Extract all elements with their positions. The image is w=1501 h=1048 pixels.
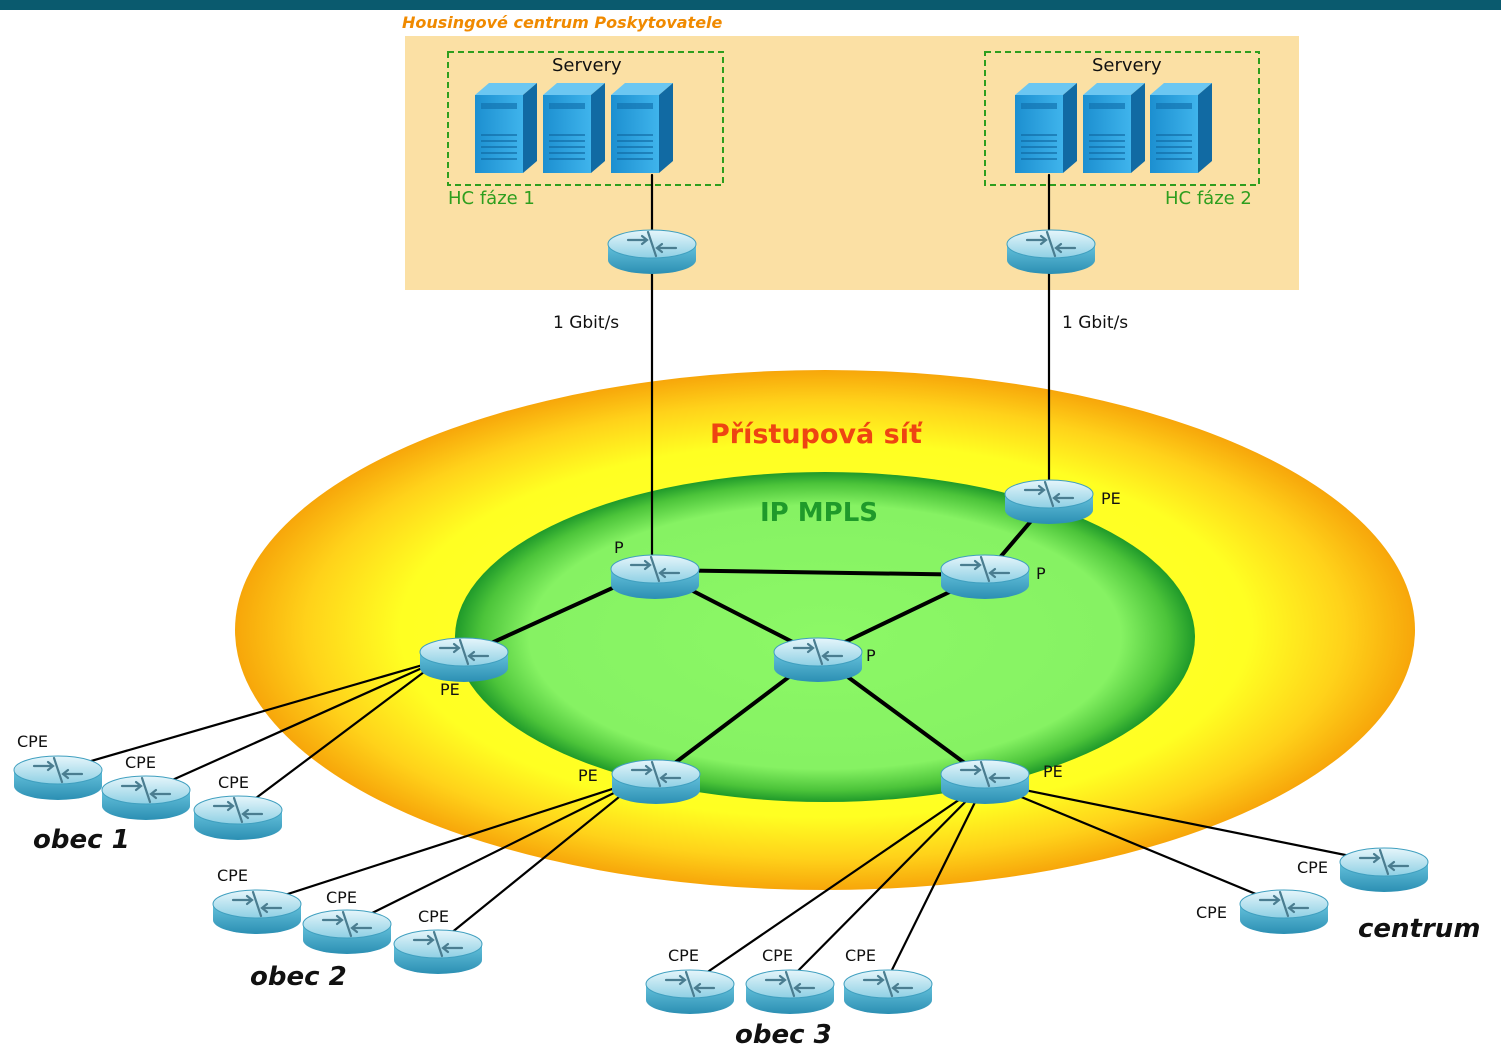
site-label-obec2: obec 2 <box>250 962 347 992</box>
node-label-cpe: CPE <box>218 773 249 792</box>
pe-router-icon <box>610 758 702 806</box>
hc-phase2-box <box>984 51 1260 186</box>
cpe-router-icon <box>392 928 484 976</box>
server-icon <box>542 82 606 174</box>
cpe-link <box>783 780 987 986</box>
cpe-link <box>148 658 442 792</box>
server-icon <box>1082 82 1146 174</box>
cpe-link <box>983 780 1382 864</box>
site-label-obec3: obec 3 <box>735 1020 832 1048</box>
uplink-speed-label: 1 Gbit/s <box>1062 313 1128 333</box>
hc-phase2-servers-label: Servery <box>1092 55 1162 76</box>
node-label-pe: PE <box>440 680 460 699</box>
mpls-core-zone <box>455 472 1195 802</box>
hc-phase2-label: HC fáze 2 <box>1165 188 1252 209</box>
housing-centre-title: Housingové centrum Poskytovatele <box>402 13 723 32</box>
site-label-centrum: centrum <box>1358 914 1480 944</box>
links <box>58 173 1382 986</box>
uplink-speed-label: 1 Gbit/s <box>553 313 619 333</box>
node-label-pe: PE <box>578 766 598 785</box>
cpe-link <box>348 778 642 926</box>
access-network-label: Přístupová síť <box>710 419 923 450</box>
server-group-phase1 <box>474 82 674 174</box>
p-router-icon <box>772 636 864 684</box>
hc-phase1-servers-label: Servery <box>552 55 622 76</box>
cpe-router-icon <box>1338 846 1430 894</box>
node-label-cpe: CPE <box>17 732 48 751</box>
node-label-cpe: CPE <box>125 753 156 772</box>
server-icon <box>474 82 538 174</box>
server-icon <box>610 82 674 174</box>
node-label-pe: PE <box>1043 762 1063 781</box>
cpe-link <box>438 778 642 944</box>
pe-router-icon <box>418 636 510 684</box>
pe-router-icon <box>1003 478 1095 526</box>
node-label-cpe: CPE <box>217 866 248 885</box>
node-label-cpe: CPE <box>1196 903 1227 922</box>
node-label-cpe: CPE <box>1297 858 1328 877</box>
hc1-router-icon <box>606 228 698 276</box>
node-label-cpe: CPE <box>418 907 449 926</box>
core-link <box>650 568 987 577</box>
cpe-router-icon <box>12 754 104 802</box>
p-router-icon <box>609 553 701 601</box>
server-icon <box>1149 82 1213 174</box>
node-label-p: P <box>1036 564 1046 583</box>
node-label-p: P <box>866 646 876 665</box>
node-label-cpe: CPE <box>762 946 793 965</box>
p-router-icon <box>939 553 1031 601</box>
node-label-cpe: CPE <box>668 946 699 965</box>
site-label-obec1: obec 1 <box>33 825 130 855</box>
cpe-router-icon <box>744 968 836 1016</box>
cpe-link <box>688 780 987 986</box>
cpe-link <box>983 780 1282 906</box>
cpe-router-icon <box>842 968 934 1016</box>
header-bar <box>0 0 1501 10</box>
mpls-core-label: IP MPLS <box>760 498 878 528</box>
cpe-router-icon <box>301 908 393 956</box>
node-label-p: P <box>614 538 624 557</box>
cpe-link <box>883 780 987 986</box>
cpe-router-icon <box>1238 888 1330 936</box>
node-label-pe: PE <box>1101 489 1121 508</box>
pe-router-icon <box>939 758 1031 806</box>
cpe-router-icon <box>211 888 303 936</box>
hc2-router-icon <box>1005 228 1097 276</box>
server-group-phase2 <box>1014 82 1213 174</box>
hc-phase1-label: HC fáze 1 <box>448 188 535 209</box>
cpe-link <box>258 778 642 905</box>
cpe-router-icon <box>100 774 192 822</box>
server-icon <box>1014 82 1078 174</box>
cpe-router-icon <box>192 794 284 842</box>
node-label-cpe: CPE <box>845 946 876 965</box>
cpe-link <box>238 658 442 812</box>
hc-phase1-box <box>447 51 724 186</box>
cpe-link <box>58 658 442 772</box>
cpe-router-icon <box>644 968 736 1016</box>
node-label-cpe: CPE <box>326 888 357 907</box>
